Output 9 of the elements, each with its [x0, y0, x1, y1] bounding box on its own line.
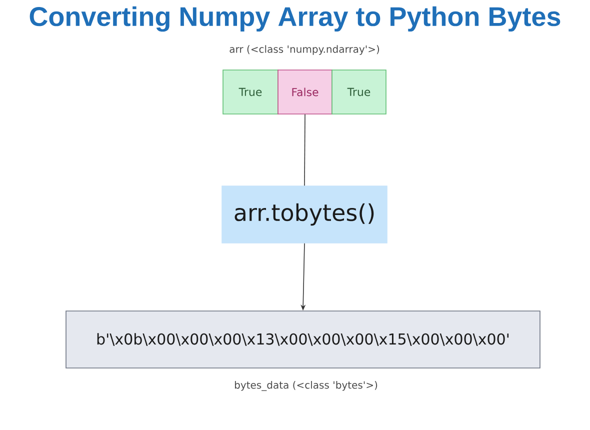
title: Converting Numpy Array to Python Bytes — [30, 6, 560, 32]
caption-text: bytes_data (<class 'bytes'>) — [234, 381, 378, 391]
array-cell: True — [222, 70, 278, 114]
connector-line — [304, 114, 306, 186]
array-cell: True — [332, 70, 386, 114]
method-box: arr.tobytes() — [222, 186, 388, 244]
array-cell: False — [278, 70, 332, 114]
caption-text: arr (<class 'numpy.ndarray'>) — [230, 45, 380, 55]
bytes-box: b'\x0b\x00\x00\x00\x13\x00\x00\x00\x15\x00\x00\x00' — [66, 310, 540, 368]
